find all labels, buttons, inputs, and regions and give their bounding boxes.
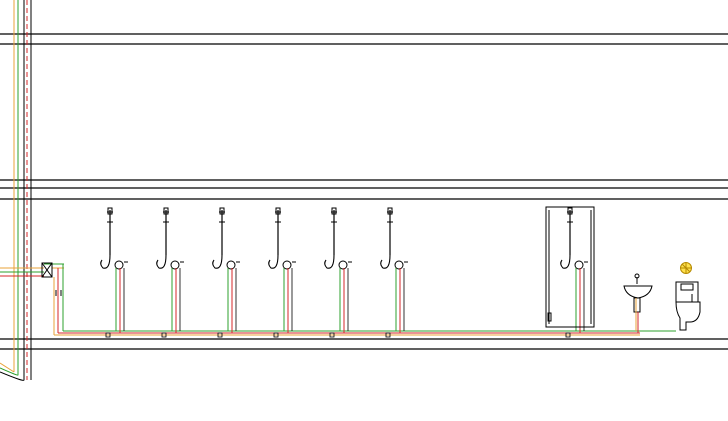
valve-manifold-icon: [41, 262, 62, 296]
shower-fixture: [380, 207, 408, 338]
left-branch-pipes: [0, 263, 64, 277]
riser-bends: [0, 362, 25, 381]
main-supply-lines: [54, 330, 640, 336]
washbasin-icon: [623, 273, 653, 333]
vertical-risers: [13, 0, 32, 380]
floor-slabs: [0, 33, 728, 350]
shower-fixture: [324, 207, 352, 338]
shower-enclosure: [545, 206, 595, 328]
meter-symbol-icon: [680, 262, 692, 274]
enclosed-shower-fixture: [560, 207, 588, 338]
left-drop-pipes: [53, 264, 64, 335]
wc-icon: [640, 281, 701, 332]
shower-fixture: [268, 207, 296, 338]
shower-fixture: [156, 207, 184, 338]
shower-fixture: [212, 207, 240, 338]
shower-group: [100, 207, 588, 338]
shower-fixture: [100, 207, 128, 338]
